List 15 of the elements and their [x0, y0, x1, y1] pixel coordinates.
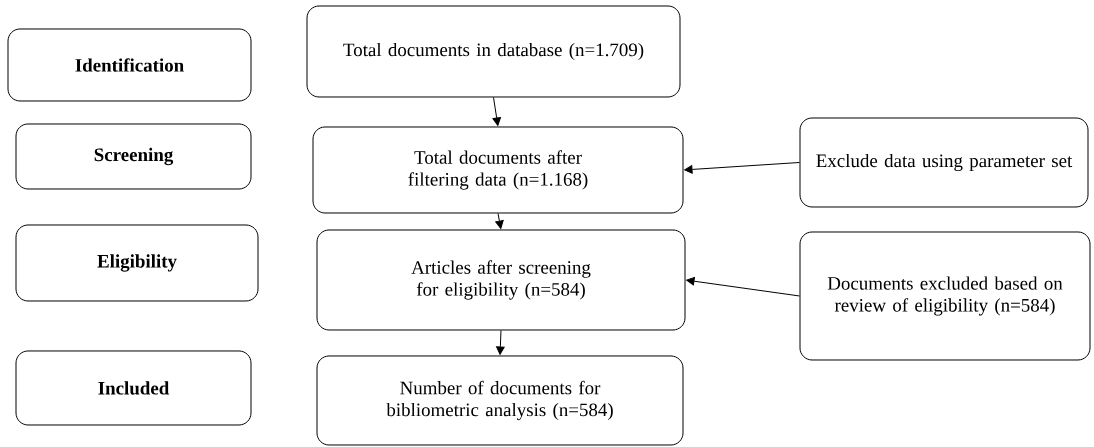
arrow — [495, 213, 504, 229]
exclusion-box: Documents excluded based on review of eligibility (n=584) — [799, 231, 1091, 361]
exclusion-box: Exclude data using parameter set — [799, 117, 1089, 208]
arrow — [684, 162, 800, 174]
stage-box: Eligibility — [15, 224, 259, 302]
arrow — [686, 276, 800, 297]
process-box: Articles after screening for eligibility (n=584) — [316, 229, 686, 331]
stage-box: Included — [15, 350, 252, 426]
stage-box: Identification — [7, 28, 252, 102]
arrow — [496, 330, 505, 355]
process-box: Total documents after filtering data (n=1.168) — [312, 126, 684, 214]
stage-box: Screening — [15, 123, 252, 190]
process-box: Total documents in database (n=1.709) — [306, 5, 681, 98]
process-box: Number of documents for bibliometric analysis (n=584) — [316, 355, 684, 446]
arrow — [492, 97, 501, 126]
